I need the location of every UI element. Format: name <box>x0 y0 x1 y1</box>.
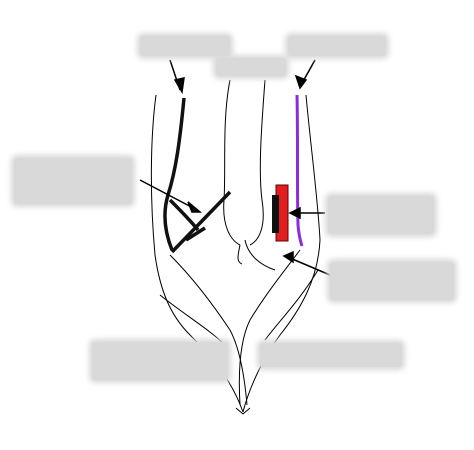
inner-line-middle-left <box>223 79 241 246</box>
inner-line-middle-right <box>249 79 266 246</box>
arrow-right-lower <box>289 257 331 276</box>
label-bottom-right <box>260 343 402 367</box>
bottom-tip <box>235 407 251 415</box>
purple-vessel <box>295 94 304 247</box>
label-right-upper <box>328 196 434 234</box>
label-top-left <box>140 36 230 56</box>
label-top-right <box>288 36 386 56</box>
branch-right-down <box>238 249 301 406</box>
branch-left-down <box>169 254 248 406</box>
pointer-arrows <box>139 59 331 276</box>
branch-lower-right <box>264 269 319 341</box>
thick-vessel-left <box>163 97 186 251</box>
label-right-lower <box>330 262 454 300</box>
label-left <box>14 158 132 204</box>
thick-diagonal <box>170 190 232 254</box>
label-top-middle <box>216 58 286 76</box>
dark-block <box>272 195 279 233</box>
arrow-left <box>139 179 198 211</box>
thick-branch-left <box>168 198 200 232</box>
label-bottom-left <box>92 342 228 380</box>
branch-lower-left <box>159 294 226 346</box>
thick-diagonal-short <box>185 226 206 242</box>
inner-crease <box>237 239 276 271</box>
